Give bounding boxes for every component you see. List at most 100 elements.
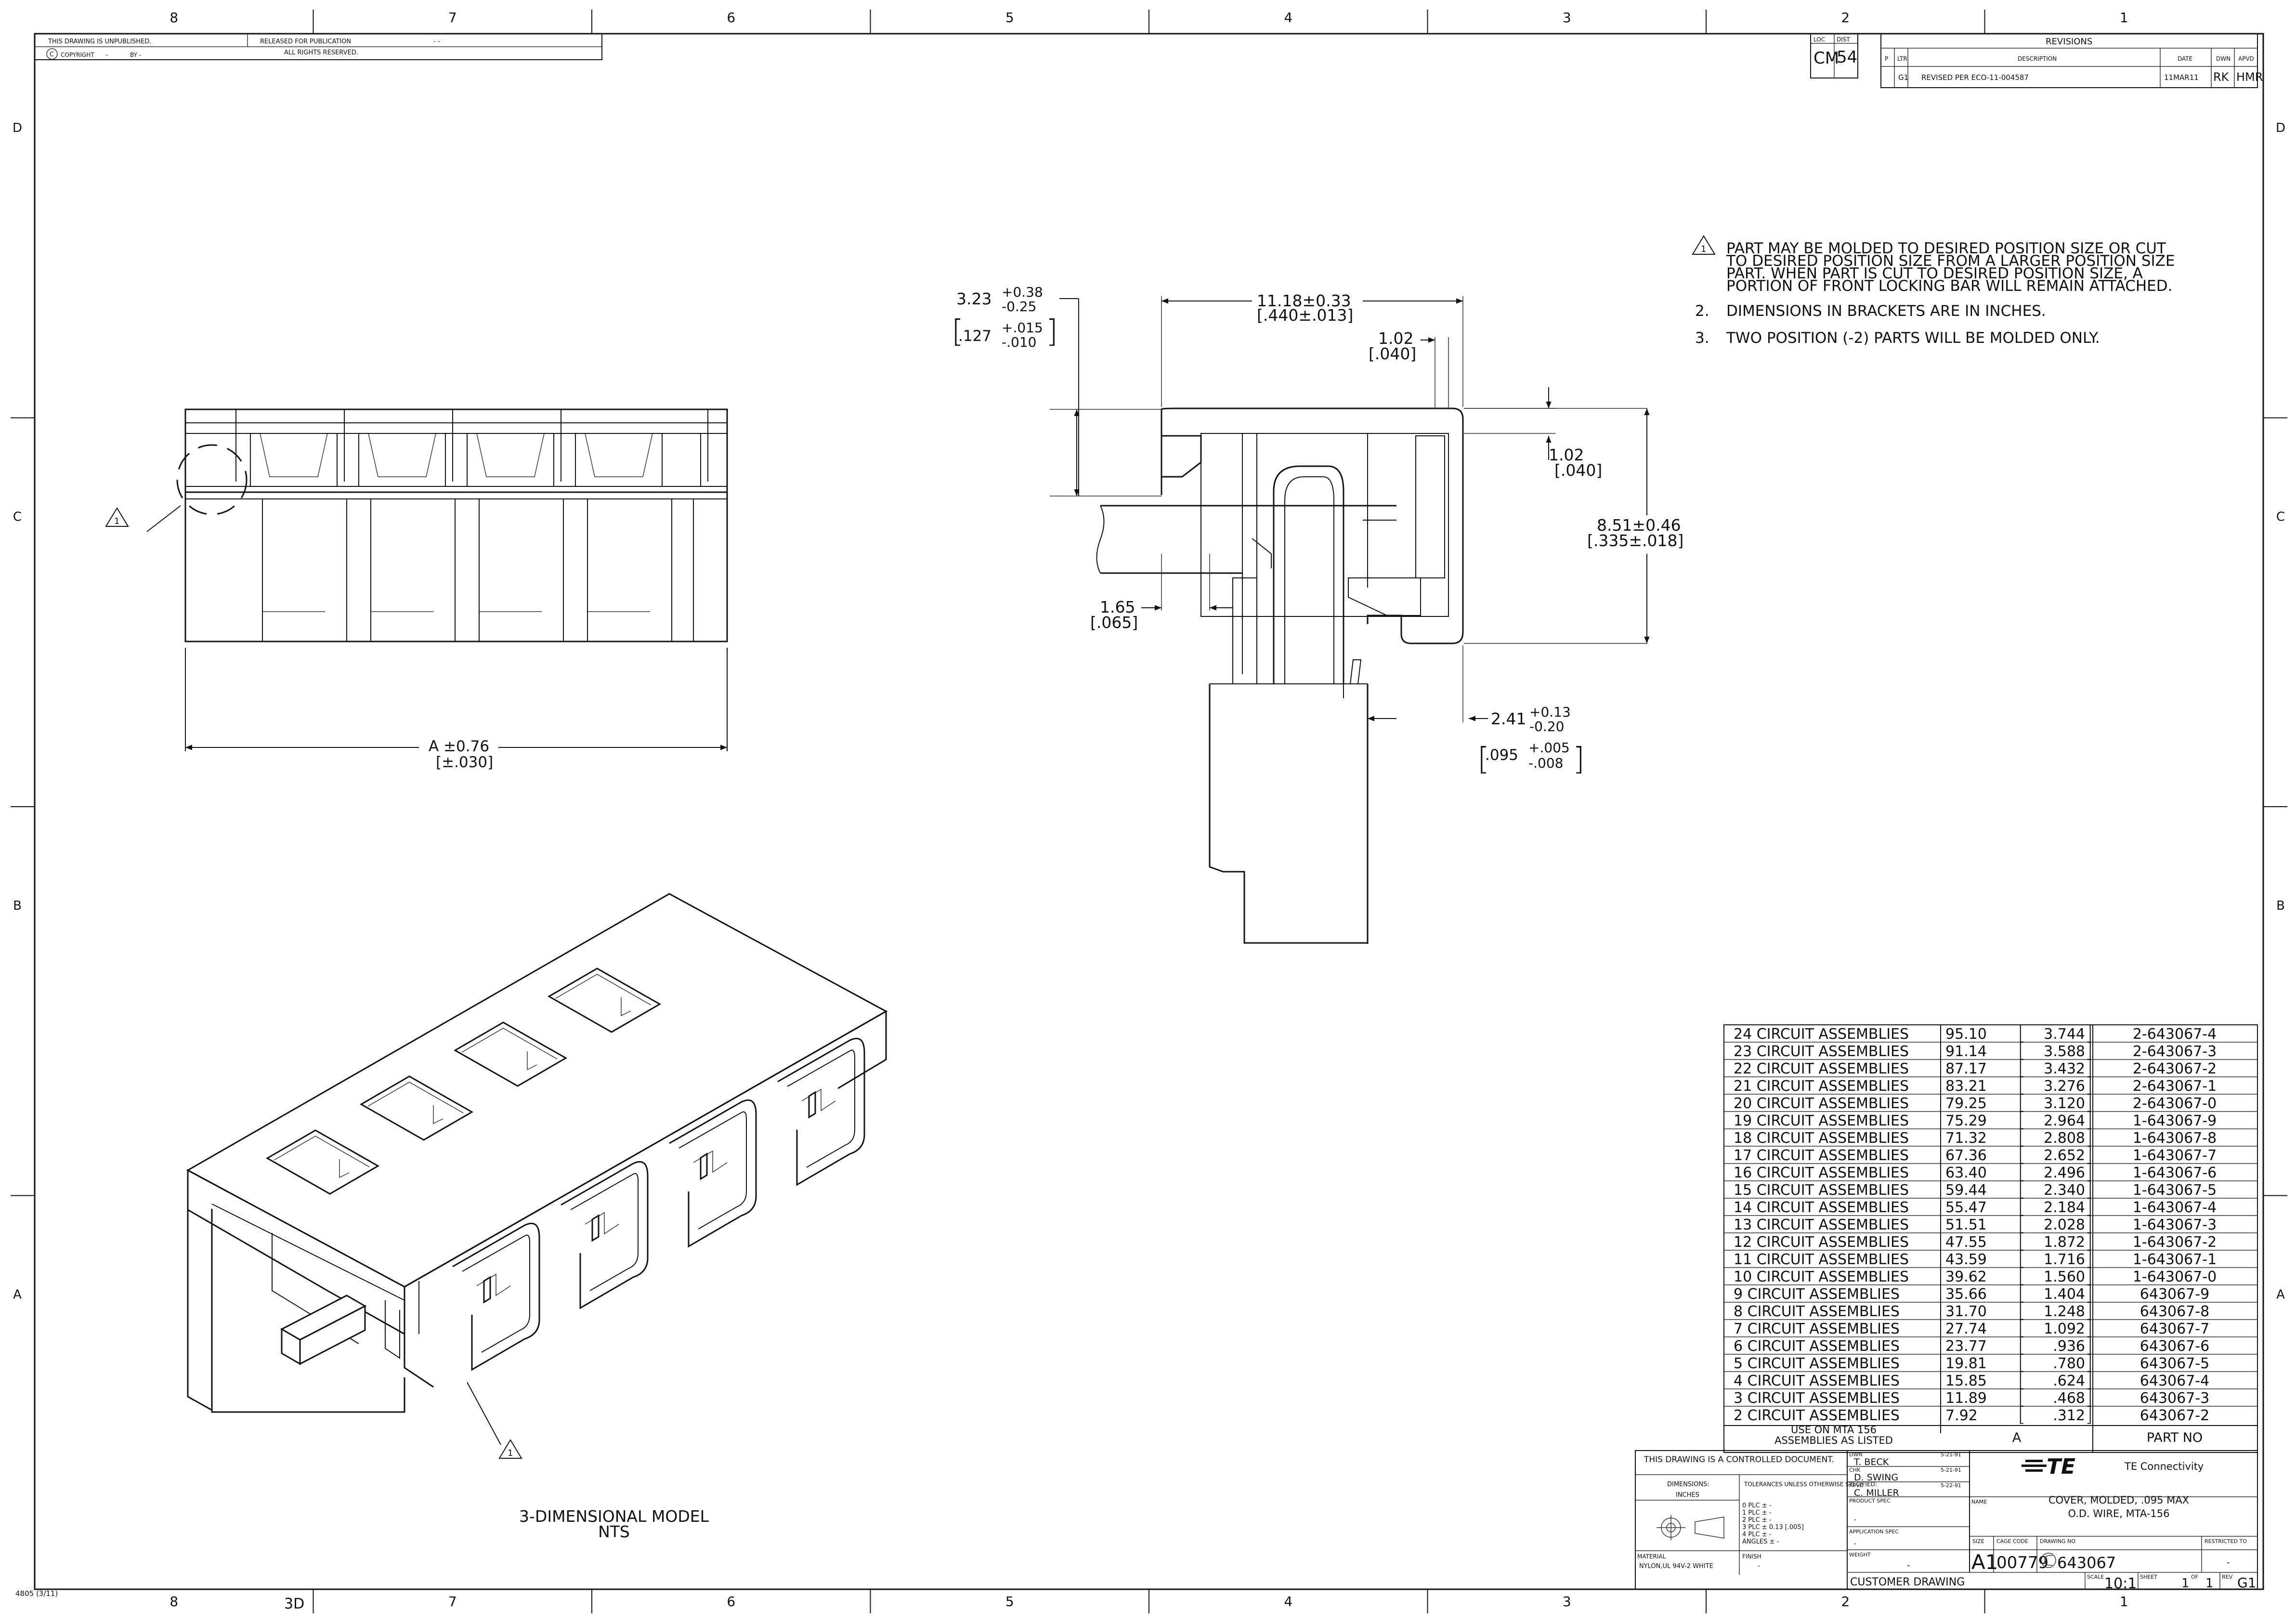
dim-wire-in: .095 [1485, 746, 1518, 764]
company-name: TE Connectivity [2124, 1461, 2204, 1472]
tolerance-line: ANGLES ± - [1742, 1538, 1779, 1545]
of-label: OF [2191, 1574, 2198, 1580]
zone-row-label: B [13, 899, 22, 913]
assembly-bracket-l: [ [2018, 1073, 2025, 1097]
assembly-in: 3.588 [2044, 1043, 2085, 1060]
assembly-in: 2.964 [2044, 1112, 2085, 1129]
assemblies-part-no: PART NO [2147, 1430, 2203, 1445]
assembly-bracket-l: [ [2018, 1212, 2025, 1235]
assembly-in: 2.184 [2044, 1199, 2085, 1216]
front-cavity [358, 433, 446, 487]
assembly-bracket-l: [ [2018, 1333, 2025, 1357]
loc-value: CM [1813, 49, 1839, 68]
assembly-bracket-r: ] [2085, 1160, 2093, 1183]
sheet-label: SHEET [2140, 1574, 2157, 1580]
assembly-part-no: 2-643067-1 [2133, 1078, 2217, 1095]
dwn-date: 5-21-91 [1941, 1452, 1961, 1458]
assembly-mm: 39.62 [1945, 1269, 1987, 1285]
zone-row-label: C [13, 510, 22, 524]
customer-drawing-label: CUSTOMER DRAWING [1850, 1576, 1965, 1588]
tolerance-line: 2 PLC ± - [1742, 1517, 1772, 1524]
unpublished-text: THIS DRAWING IS UNPUBLISHED. [48, 38, 151, 45]
section-dimensions: 3.23 +0.38 -0.25 [ .127 +.015 -.010 ] 11… [952, 284, 1683, 777]
zone-row-label: A [13, 1287, 22, 1302]
tolerance-line: 4 PLC ± - [1742, 1531, 1772, 1538]
rev-header-date: DATE [2178, 55, 2192, 62]
front-note-marker: 1 [114, 516, 119, 526]
assembly-bracket-r: ] [2085, 1281, 2093, 1305]
zone-row-label: A [2276, 1287, 2285, 1302]
sheet-value: 1 [2181, 1576, 2190, 1591]
assembly-part-no: 1-643067-4 [2133, 1199, 2217, 1216]
rev-row-ltr: G1 [1898, 73, 1908, 82]
dim-top-in-bracket-l: [ [952, 314, 964, 350]
zone-column-label: 1 [2120, 10, 2128, 26]
size-value: A1 [1971, 1550, 1998, 1574]
note-1-line-1: PART MAY BE MOLDED TO DESIRED POSITION S… [1726, 240, 2166, 257]
te-logo: TE [2022, 1454, 2075, 1479]
assembly-mm: 75.29 [1945, 1112, 1987, 1129]
assembly-in: 2.496 [2044, 1164, 2085, 1181]
assembly-bracket-r: ] [2085, 1368, 2093, 1391]
section-view [1096, 407, 1464, 944]
dimensions-label: DIMENSIONS: [1667, 1481, 1709, 1488]
dim-height-mm: 8.51±0.46 [1597, 516, 1681, 535]
assembly-desc: 8 CIRCUIT ASSEMBLIES [1734, 1303, 1900, 1320]
assembly-mm: 91.14 [1945, 1043, 1987, 1060]
assembly-part-no: 1-643067-6 [2133, 1164, 2217, 1181]
assembly-part-no: 643067-2 [2140, 1407, 2209, 1424]
front-cavity [250, 433, 338, 487]
of-value: 1 [2205, 1576, 2214, 1591]
iso-top-cavity [547, 968, 662, 1033]
assembly-bracket-r: ] [2085, 1350, 2093, 1374]
dim-top-in-bracket-r: ] [1046, 314, 1058, 350]
dim-wall2-in: [.040] [1554, 461, 1602, 480]
assembly-part-no: 1-643067-2 [2133, 1234, 2217, 1251]
assembly-bracket-l: [ [2018, 1402, 2025, 1426]
assembly-part-no: 1-643067-9 [2133, 1112, 2217, 1129]
assembly-mm: 59.44 [1945, 1182, 1987, 1199]
zone-column-label: 4 [1284, 1594, 1292, 1609]
assembly-mm: 47.55 [1945, 1234, 1987, 1251]
assembly-bracket-l: [ [2018, 1350, 2025, 1374]
assembly-in: 1.560 [2044, 1269, 2085, 1285]
released-text: RELEASED FOR PUBLICATION [260, 38, 351, 45]
assembly-bracket-l: [ [2018, 1298, 2025, 1322]
rights-text: ALL RIGHTS RESERVED. [284, 49, 358, 56]
assembly-desc: 23 CIRCUIT ASSEMBLIES [1734, 1043, 1909, 1060]
dim-wire-in-plus: +.005 [1528, 740, 1570, 756]
front-view: 1 [105, 408, 728, 642]
zone-column-label: 4 [1284, 10, 1292, 26]
dim-wire-in-bracket-r: ] [1573, 742, 1585, 777]
assembly-desc: 5 CIRCUIT ASSEMBLIES [1734, 1355, 1900, 1372]
chk-label: CHK [1849, 1467, 1861, 1473]
assembly-mm: 87.17 [1945, 1060, 1987, 1077]
assembly-part-no: 643067-8 [2140, 1303, 2209, 1320]
assembly-desc: 18 CIRCUIT ASSEMBLIES [1734, 1130, 1909, 1147]
dim-wall2-mm: 1.02 [1549, 445, 1584, 464]
assembly-in: 3.120 [2044, 1095, 2085, 1112]
assembly-bracket-r: ] [2085, 1385, 2093, 1409]
iso-front-loop [669, 1099, 757, 1248]
assembly-part-no: 643067-5 [2140, 1355, 2209, 1372]
assembly-part-no: 643067-3 [2140, 1390, 2209, 1407]
assembly-bracket-r: ] [2085, 1038, 2093, 1062]
rev-header-description: DESCRIPTION [2018, 55, 2057, 62]
detail-circle [176, 444, 248, 515]
assembly-desc: 10 CIRCUIT ASSEMBLIES [1734, 1269, 1909, 1285]
assembly-desc: 22 CIRCUIT ASSEMBLIES [1734, 1060, 1909, 1077]
assembly-bracket-r: ] [2085, 1125, 2093, 1149]
zone-column-label: 5 [1005, 10, 1014, 26]
name-label: NAME [1971, 1499, 1987, 1505]
zone-column-label: 8 [170, 1594, 178, 1609]
assembly-desc: 24 CIRCUIT ASSEMBLIES [1734, 1026, 1909, 1043]
assembly-part-no: 1-643067-7 [2133, 1147, 2217, 1164]
note-3-text: TWO POSITION (-2) PARTS WILL BE MOLDED O… [1726, 329, 2100, 347]
note-1-line-4: PORTION OF FRONT LOCKING BAR WILL REMAIN… [1726, 277, 2172, 295]
assembly-in: 1.872 [2044, 1234, 2085, 1251]
assembly-bracket-r: ] [2085, 1108, 2093, 1131]
assembly-desc: 20 CIRCUIT ASSEMBLIES [1734, 1095, 1909, 1112]
assembly-part-no: 2-643067-4 [2133, 1026, 2217, 1043]
cage-code-label: CAGE CODE [1996, 1538, 2028, 1544]
assembly-mm: 19.81 [1945, 1355, 1987, 1372]
